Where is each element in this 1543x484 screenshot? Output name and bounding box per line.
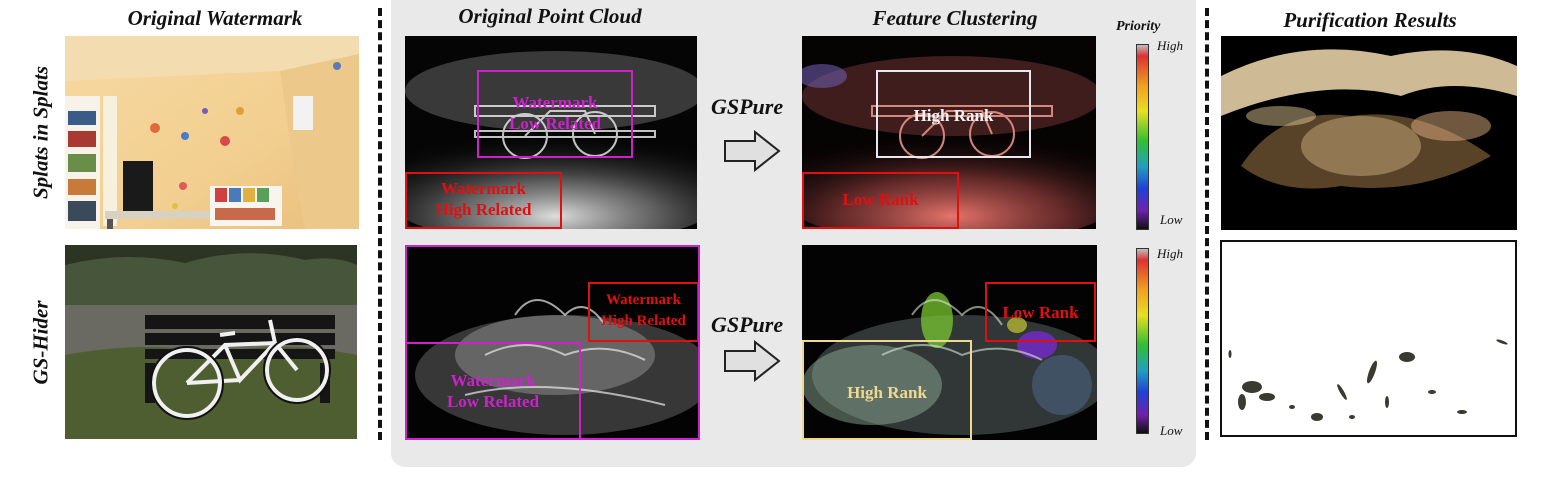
high-rank-box-row1 — [876, 70, 1031, 158]
purification-result-row2 — [1220, 240, 1517, 437]
low-related-inner-box-row2 — [405, 342, 581, 440]
high-related-label-row1: Watermark High Related — [405, 178, 562, 220]
low-related-label-line1: Watermark — [512, 93, 598, 112]
low-related-label-line2: Low Related — [446, 392, 540, 411]
low-rank-box-row1 — [802, 172, 959, 229]
high-rank-label-row2: High Rank — [847, 383, 927, 402]
colorbar-high-label-row1: High — [1157, 38, 1183, 53]
header-purification-results: Purification Results — [1283, 8, 1457, 32]
colorbar-low-label-row1: Low — [1160, 212, 1183, 227]
colorbar-high-label-row2: High — [1157, 246, 1183, 261]
low-related-label-line1: Watermark — [450, 371, 536, 390]
high-related-label-row2: Watermark High Related — [588, 290, 699, 332]
room-watermark-image — [65, 36, 359, 229]
separator-left — [378, 8, 382, 440]
header-original-point-cloud: Original Point Cloud — [458, 4, 642, 28]
arrow-right-icon — [724, 130, 781, 172]
arrow-right-icon — [724, 340, 781, 382]
method-label-row1: GSPure — [711, 94, 784, 119]
method-label-row2: GSPure — [711, 312, 784, 337]
purification-result-row1 — [1221, 36, 1517, 230]
low-rank-label-row2: Low Rank — [1002, 303, 1079, 322]
priority-colorbar-row1 — [1136, 44, 1149, 230]
low-related-label-row2: Watermark Low Related — [405, 370, 581, 412]
priority-colorbar-row2 — [1136, 248, 1149, 434]
feature-clustering-image-row2 — [802, 245, 1097, 440]
high-related-label-line1: Watermark — [606, 292, 681, 308]
high-related-box-row1 — [405, 172, 562, 229]
low-rank-box-row2 — [985, 282, 1096, 342]
low-rank-label-row1: Low Rank — [842, 190, 919, 209]
feature-clustering-image-row1 — [802, 36, 1096, 229]
colorbar-title: Priority — [1116, 19, 1161, 34]
header-original-watermark: Original Watermark — [127, 6, 303, 30]
bicycle-scene-image — [65, 245, 357, 439]
low-related-label-line2: Low Related — [508, 114, 602, 133]
row-label-splats-in-splats: Splats in Splats — [28, 65, 53, 200]
high-rank-box-row2 — [802, 340, 972, 440]
low-related-label-row1: Watermark Low Related — [477, 92, 633, 134]
high-rank-label-row1: High Rank — [913, 106, 994, 125]
high-related-label-line1: Watermark — [441, 179, 526, 198]
low-related-box-row1 — [477, 70, 633, 158]
row-label-gs-hider: GS-Hider — [28, 300, 53, 385]
high-related-label-line2: High Related — [601, 313, 686, 329]
separator-right — [1205, 8, 1209, 440]
colorbar-low-label-row2: Low — [1160, 423, 1183, 438]
high-related-label-line2: High Related — [435, 200, 532, 219]
header-feature-clustering: Feature Clustering — [872, 6, 1038, 30]
